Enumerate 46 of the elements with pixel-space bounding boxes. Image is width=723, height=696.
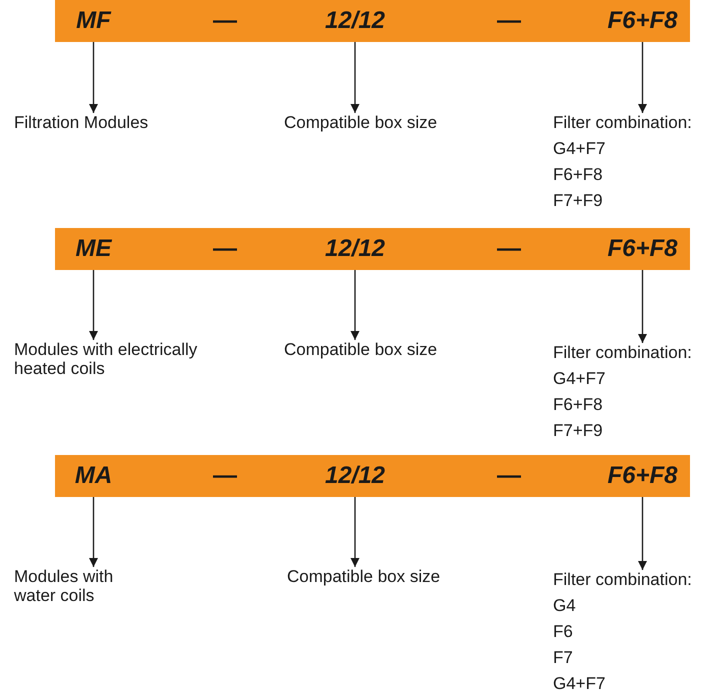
description-text: Filter combination:	[553, 343, 693, 362]
code-text: 12/12	[324, 7, 386, 35]
code-text: 12/12	[324, 235, 386, 263]
list-item: F6	[553, 622, 574, 641]
code-text: MF	[76, 7, 111, 35]
code-bar	[55, 0, 690, 42]
list-item: G4+F7	[553, 674, 606, 693]
code-bar	[55, 455, 690, 497]
list-item: F6+F8	[553, 165, 604, 184]
code-text: F6+F8	[607, 462, 678, 490]
separator-dash: —	[213, 6, 237, 36]
list-item: G4+F7	[553, 139, 606, 158]
list-item: G4+F7	[553, 369, 606, 388]
arrow	[89, 270, 98, 340]
description-text: Compatible box size	[284, 340, 438, 359]
code-text: F6+F8	[607, 7, 678, 35]
code-text: 12/12	[324, 462, 386, 490]
description-text: Filter combination:	[553, 570, 693, 589]
arrow	[638, 270, 647, 343]
list-item: F7+F9	[553, 191, 604, 210]
code-text: MA	[74, 462, 112, 490]
list-item: F7+F9	[553, 421, 604, 440]
description-text: Modules with water coils	[14, 567, 114, 605]
code-bar	[55, 228, 690, 270]
code-text: F6+F8	[607, 235, 678, 263]
description-text: Compatible box size	[287, 567, 442, 586]
description-text: Filter combination:	[553, 113, 693, 132]
description-text: Compatible box size	[284, 113, 438, 132]
arrow	[350, 497, 360, 567]
arrow	[638, 42, 647, 113]
description-text: Filtration Modules	[14, 113, 150, 132]
arrow	[638, 497, 647, 570]
separator-dash: —	[213, 461, 237, 491]
arrow	[350, 42, 360, 113]
separator-dash: —	[497, 461, 521, 491]
separator-dash: —	[213, 234, 237, 264]
list-item: F6+F8	[553, 395, 604, 414]
arrow	[89, 42, 98, 113]
separator-dash: —	[497, 234, 521, 264]
arrow	[350, 270, 360, 340]
separator-dash: —	[497, 6, 521, 36]
code-text: ME	[76, 235, 112, 263]
description-text: Modules with electrically heated coils	[14, 340, 198, 378]
list-item: F7	[553, 648, 574, 667]
arrow	[89, 497, 98, 567]
list-item: G4	[553, 596, 577, 615]
